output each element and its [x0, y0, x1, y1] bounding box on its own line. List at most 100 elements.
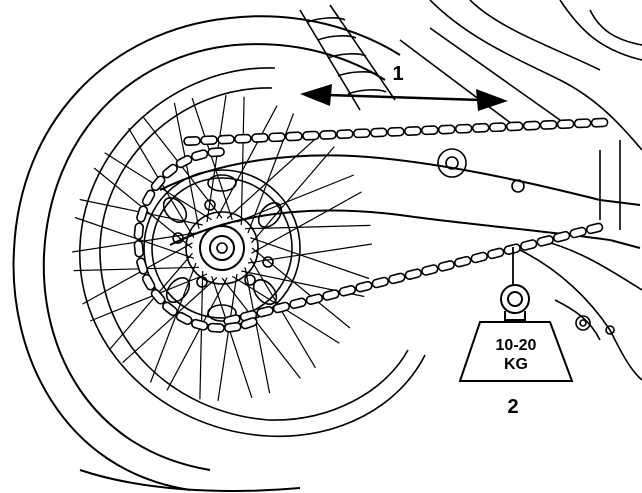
chain-link: [256, 305, 274, 318]
chain-link: [190, 318, 209, 331]
drive-chain: [133, 117, 609, 333]
spoke: [89, 273, 208, 322]
spoke: [211, 276, 253, 399]
chain-link: [251, 132, 269, 143]
chain-link: [552, 230, 571, 243]
swingarm: [159, 154, 641, 249]
spoke: [244, 224, 371, 230]
wheel-rim: [79, 67, 426, 438]
chain-link: [190, 149, 209, 162]
shock-absorber: [299, 4, 561, 131]
rear-sprocket: [143, 169, 301, 327]
chain-link: [133, 240, 144, 258]
weight-assembly: 10-20 KG 2: [458, 247, 574, 418]
chain-link: [302, 130, 320, 141]
callout-1-label: 1: [392, 63, 403, 85]
spoke: [206, 95, 227, 223]
chain-link: [454, 255, 472, 268]
chain-link: [200, 135, 218, 146]
spoke: [221, 277, 301, 379]
chain-link: [470, 251, 488, 264]
chain-link: [437, 124, 456, 135]
chain-link: [488, 122, 507, 133]
double-arrow-icon: [300, 84, 508, 111]
chain-link: [569, 226, 587, 239]
chain-link: [353, 128, 371, 139]
chain-link: [322, 289, 340, 301]
chain-link: [183, 136, 201, 146]
callout-2-label: 2: [507, 396, 518, 418]
spoke: [72, 232, 197, 253]
chain-link: [370, 127, 388, 138]
chain-link: [338, 285, 357, 297]
chain-link: [162, 301, 178, 317]
spoke: [247, 113, 295, 234]
spoke: [191, 97, 233, 220]
slack-measurement-arrow: 1: [300, 63, 508, 111]
chain-link: [371, 276, 389, 289]
chain-link: [234, 133, 252, 144]
chain-link: [454, 123, 473, 134]
spoke: [251, 146, 335, 244]
chain-link: [136, 205, 149, 223]
chain-link: [207, 322, 225, 333]
chain-link: [162, 163, 178, 179]
spoke: [240, 96, 245, 226]
chain-link: [520, 239, 538, 251]
spoke: [74, 216, 194, 259]
chain-link: [336, 129, 354, 140]
chain-link: [421, 125, 439, 136]
spoke: [109, 252, 193, 350]
spoke: [251, 247, 351, 329]
spoke: [244, 267, 271, 394]
spoke: [173, 102, 200, 229]
chain-link: [175, 311, 193, 326]
spoke: [82, 242, 193, 305]
chain-link: [207, 147, 225, 158]
chain-link: [136, 257, 149, 275]
spoke: [247, 243, 372, 264]
chain-link: [536, 235, 554, 247]
chain-link: [319, 129, 337, 140]
spoke: [122, 277, 218, 364]
chain-link: [272, 301, 291, 314]
chain-link: [487, 247, 505, 260]
chain-link: [285, 131, 303, 142]
chain-link: [421, 264, 439, 276]
weight-value-text: 10-20: [496, 337, 537, 354]
frame-bolts: [437, 148, 615, 335]
spoke: [199, 270, 204, 400]
spoke: [250, 237, 370, 280]
chain-link: [404, 268, 422, 280]
spoke: [226, 132, 322, 219]
chain-link: [590, 117, 609, 128]
chain-link: [217, 134, 235, 145]
chain-link: [437, 260, 455, 272]
chain-link: [268, 132, 286, 143]
spoke: [166, 277, 228, 391]
chain-link: [556, 119, 575, 130]
spoke: [236, 174, 355, 223]
chain-link: [141, 189, 156, 207]
chain-link: [539, 119, 558, 130]
chain-link: [404, 126, 422, 136]
chain-link: [585, 222, 604, 235]
chain-link: [355, 280, 373, 293]
spoke: [143, 117, 223, 219]
chain-link: [150, 288, 166, 305]
chain-link: [522, 120, 541, 131]
chain-link: [305, 293, 324, 305]
chain-link: [224, 321, 242, 333]
spoke: [217, 273, 238, 401]
chain-link: [573, 118, 592, 129]
weight-icon: [458, 284, 574, 382]
chain-link: [471, 122, 490, 133]
chain-link: [388, 272, 406, 285]
chain-link: [387, 126, 405, 137]
spoke: [249, 257, 316, 369]
chain-link: [141, 273, 156, 291]
chain-link: [175, 154, 193, 169]
chain-link: [133, 222, 144, 240]
